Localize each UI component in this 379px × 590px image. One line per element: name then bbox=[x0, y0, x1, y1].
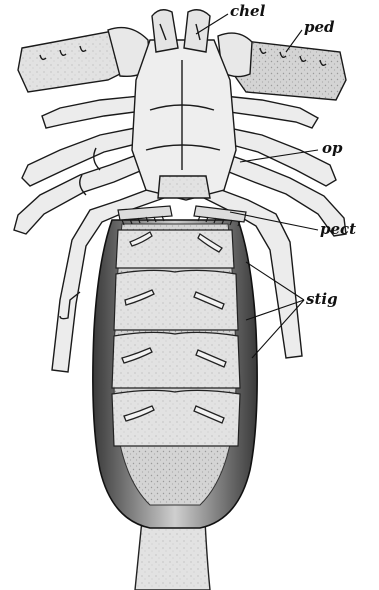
label-pect: pect bbox=[320, 220, 356, 238]
tail-segment bbox=[135, 520, 210, 590]
label-chel: chel bbox=[230, 2, 266, 20]
pedipalp-right bbox=[218, 33, 346, 100]
pedipalp-left bbox=[18, 28, 150, 92]
prosoma bbox=[132, 40, 236, 200]
label-ped: ped bbox=[304, 18, 335, 36]
label-op: op bbox=[322, 139, 343, 157]
label-stig: stig bbox=[306, 290, 338, 308]
